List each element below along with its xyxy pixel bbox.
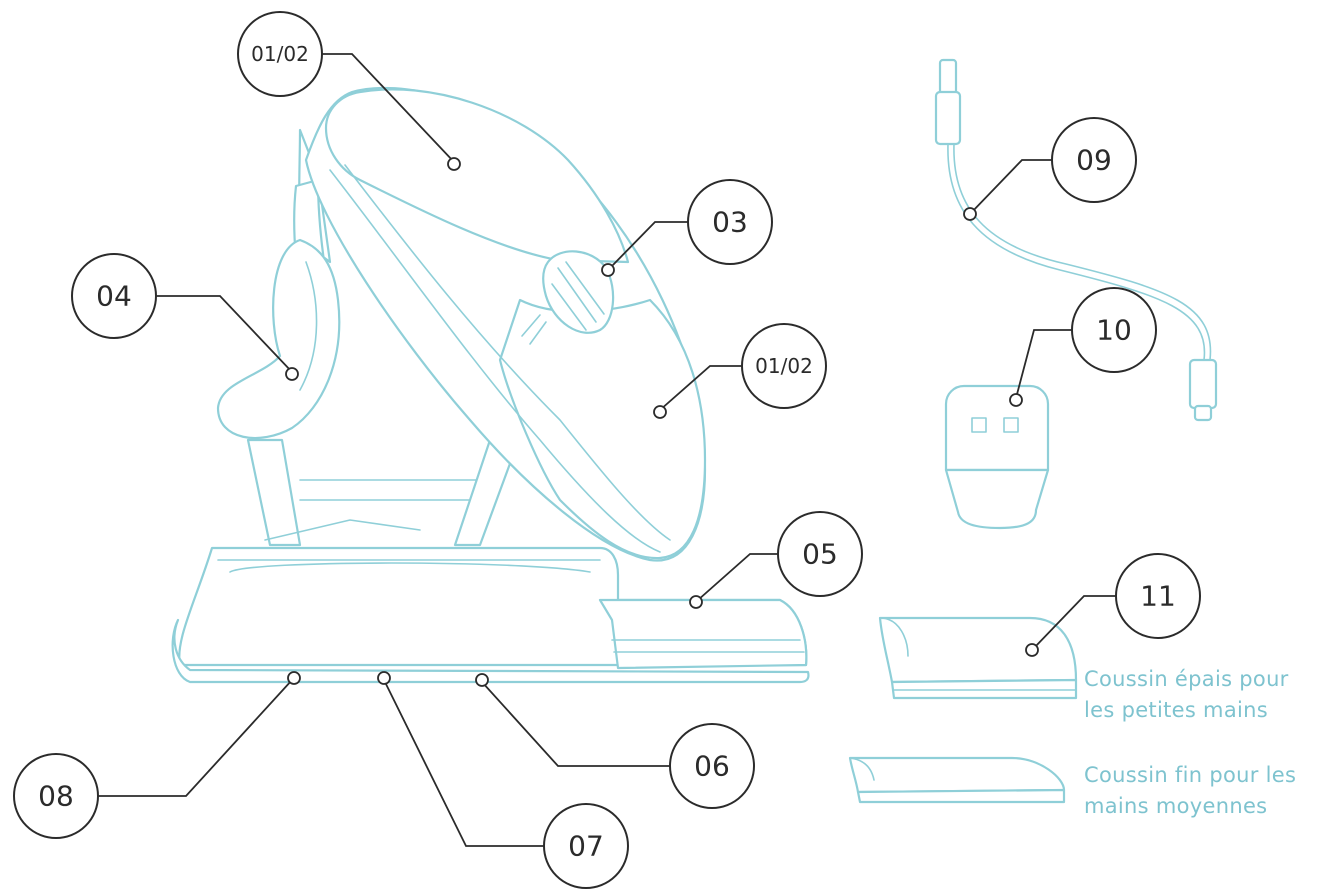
callout-label: 09 [1076, 144, 1112, 177]
callout-01-02-top: 01/02 [237, 11, 323, 97]
callout-01-02-side: 01/02 [741, 323, 827, 409]
callout-label: 06 [694, 750, 730, 783]
usb-receiver-illustration [944, 384, 1050, 530]
usb-cable-illustration [934, 58, 1218, 422]
thin-cushion-illustration [848, 756, 1066, 804]
thick-cushion-caption-line-2: les petites mains [1084, 698, 1268, 722]
thin-cushion-caption-line-1: Coussin fin pour les [1084, 763, 1297, 787]
thick-cushion-caption-line-1: Coussin épais pour [1084, 667, 1289, 691]
callout-04: 04 [71, 253, 157, 339]
callout-label: 01/02 [251, 42, 309, 66]
callout-03: 03 [687, 179, 773, 265]
callout-06: 06 [669, 723, 755, 809]
callout-label: 04 [96, 280, 132, 313]
callout-10: 10 [1071, 287, 1157, 373]
vertical-mouse-illustration [171, 86, 810, 684]
callout-label: 03 [712, 206, 748, 239]
thin-cushion-caption: Coussin fin pour les mains moyennes [1084, 760, 1296, 822]
callout-05: 05 [777, 511, 863, 597]
callout-label: 07 [568, 830, 604, 863]
callout-label: 10 [1096, 314, 1132, 347]
leader-lines [98, 53, 1116, 847]
thin-cushion-caption-line-2: mains moyennes [1084, 794, 1268, 818]
callout-label: 05 [802, 538, 838, 571]
callout-07: 07 [543, 803, 629, 889]
callout-label: 11 [1140, 580, 1176, 613]
callout-11: 11 [1115, 553, 1201, 639]
callout-09: 09 [1051, 117, 1137, 203]
callout-label: 08 [38, 780, 74, 813]
callout-label: 01/02 [755, 354, 813, 378]
thick-cushion-illustration [878, 616, 1078, 700]
callout-08: 08 [13, 753, 99, 839]
thick-cushion-caption: Coussin épais pour les petites mains [1084, 664, 1289, 726]
